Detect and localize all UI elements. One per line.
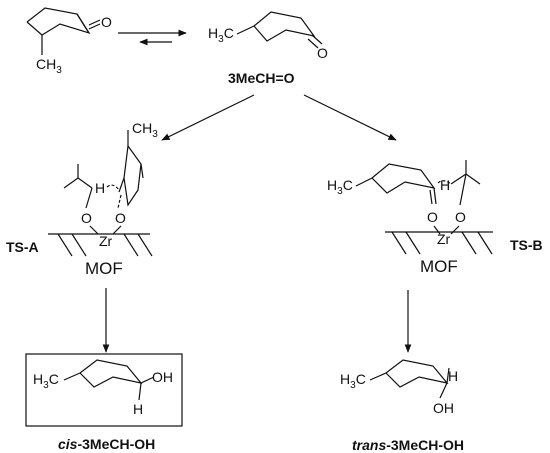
alkoxide-oxygen-label: O bbox=[455, 209, 466, 225]
hydride-label: H bbox=[95, 180, 105, 196]
transition-state-a: CH3 H O O Zr MOF TS-A bbox=[6, 120, 158, 278]
hydrogen-label: H bbox=[133, 401, 143, 417]
ts-b-label: TS-B bbox=[510, 237, 543, 253]
trans-product-label: trans-3MeCH-OH bbox=[352, 437, 464, 453]
alkoxide-oxygen-label: O bbox=[81, 210, 92, 226]
trans-product: H3C H OH trans-3MeCH-OH bbox=[340, 359, 464, 453]
ketone-oxygen-label: O bbox=[317, 45, 328, 61]
compound-label-3mech-o: 3MeCH=O bbox=[228, 70, 295, 86]
carbonyl-oxygen-label: O bbox=[115, 210, 126, 226]
arrow-to-ts-a bbox=[161, 94, 255, 141]
methyl-label: H3C bbox=[340, 371, 366, 391]
zirconium-label: Zr bbox=[99, 233, 113, 249]
mof-label: MOF bbox=[420, 257, 458, 276]
ts-a-label: TS-A bbox=[6, 239, 39, 255]
equilibrium-arrows bbox=[118, 29, 187, 46]
arrow-to-ts-b bbox=[303, 94, 397, 141]
cis-product: H3C OH H cis-3MeCH-OH bbox=[25, 353, 183, 452]
ketone-equatorial-conformer: H3C O 3MeCH=O bbox=[208, 11, 328, 86]
methyl-label: CH3 bbox=[132, 120, 158, 140]
methyl-label: H3C bbox=[327, 177, 353, 197]
ketone-oxygen-label: O bbox=[101, 14, 112, 30]
cis-product-label: cis-3MeCH-OH bbox=[58, 436, 155, 452]
zirconium-label: Zr bbox=[437, 231, 451, 247]
ketone-axial-conformer: O CH3 bbox=[26, 7, 112, 76]
hydrogen-label: H bbox=[448, 368, 458, 384]
hydroxyl-label: OH bbox=[433, 400, 454, 416]
methyl-label: CH3 bbox=[36, 56, 62, 76]
hydroxyl-label: OH bbox=[152, 369, 173, 385]
methyl-label: H3C bbox=[208, 25, 234, 45]
transition-state-b: H3C H O O Zr MOF TS-B bbox=[327, 160, 543, 276]
mof-label: MOF bbox=[85, 259, 123, 278]
methyl-label: H3C bbox=[33, 371, 59, 391]
hydride-label: H bbox=[440, 177, 450, 193]
product-highlight-box bbox=[25, 353, 183, 427]
carbonyl-oxygen-label: O bbox=[427, 209, 438, 225]
